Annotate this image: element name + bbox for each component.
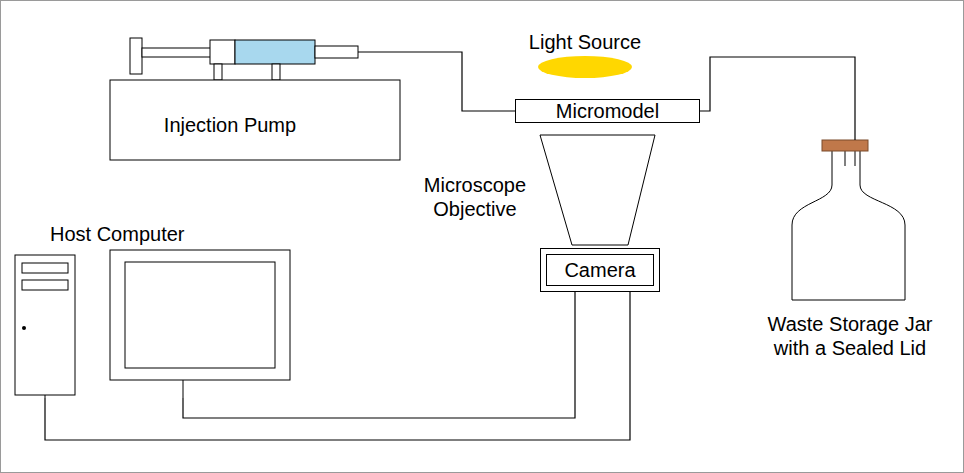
tubing-line <box>400 52 515 111</box>
objective-cone <box>540 135 655 245</box>
host-computer: Host Computer <box>12 222 295 398</box>
pump-body <box>110 80 400 160</box>
plunger-cap <box>130 38 142 74</box>
tubing-line <box>700 57 855 140</box>
cable-stub <box>183 380 184 398</box>
tube-stub <box>358 51 400 52</box>
drive-slot <box>22 263 68 273</box>
syringe-tip <box>315 46 358 58</box>
syringe-holder <box>272 64 280 80</box>
syringe-flange <box>210 40 235 64</box>
waste-jar: Waste Storage Jar with a Sealed Lid <box>740 140 960 362</box>
jar-lid <box>822 140 868 151</box>
jar-tube <box>855 151 856 166</box>
camera-box: Camera <box>540 248 660 292</box>
monitor-screen <box>125 262 275 368</box>
node-label: Camera <box>541 259 659 281</box>
jar-tube <box>845 151 846 166</box>
jar-body <box>792 151 905 300</box>
computer-tower <box>15 255 75 395</box>
light-source: Light Source <box>520 30 650 80</box>
node-label: Microscope Objective <box>410 173 540 221</box>
monitor <box>110 250 290 380</box>
plunger-rod <box>142 48 212 57</box>
syringe-barrel <box>235 40 315 64</box>
node-label: Host Computer <box>50 222 250 246</box>
micromodel-box: Micromodel <box>515 99 700 123</box>
drive-slot <box>22 280 68 290</box>
node-label: Micromodel <box>516 100 699 122</box>
cable-line <box>183 292 575 418</box>
syringe-holder <box>214 64 222 80</box>
cable-line <box>45 292 630 440</box>
node-label: Waste Storage Jar with a Sealed Lid <box>755 312 945 360</box>
cable-stub <box>45 395 46 398</box>
node-label: Injection Pump <box>110 113 350 137</box>
injection-pump: Injection Pump <box>110 36 400 160</box>
node-label: Light Source <box>520 30 650 54</box>
light-ellipse <box>538 56 632 78</box>
power-dot <box>22 326 26 330</box>
microscope-objective: Microscope Objective <box>410 135 660 247</box>
